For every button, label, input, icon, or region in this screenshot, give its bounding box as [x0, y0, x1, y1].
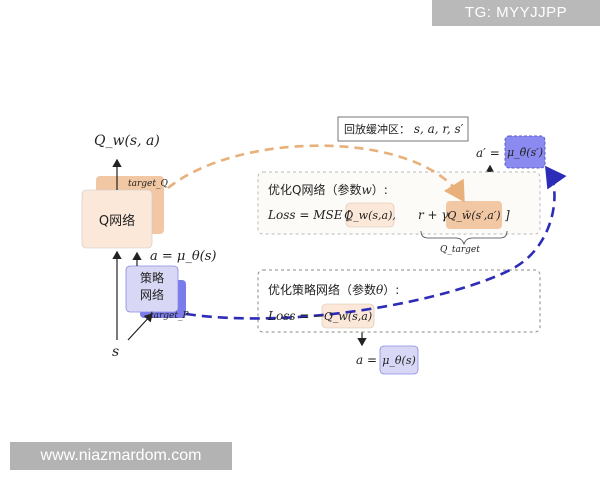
q-target-tag: target_Q	[128, 179, 168, 189]
actor-action-value-box	[379, 345, 419, 375]
critic-q-term: Q_w(s,a),	[344, 208, 396, 222]
actor-title-text: 优化策略网络（参数	[268, 283, 377, 297]
policy-target-tag: target_P	[150, 311, 189, 321]
critic-target-q-term-box	[446, 201, 502, 229]
critic-title-end: ）:	[371, 183, 388, 197]
replay-buffer-label: 回放缓冲区：	[344, 123, 410, 136]
actor-title: 优化策略网络（参数θ）:	[268, 281, 399, 298]
policy-label-line2: 网络	[139, 288, 164, 302]
policy-label-line1: 策略	[139, 271, 164, 285]
critic-title-text: 优化Q网络（参数	[268, 183, 362, 197]
target-action-box	[504, 135, 546, 169]
target-action-value: μ_θ̄(s′)	[507, 145, 543, 159]
actor-q-term: Q_w(s,a)	[323, 309, 373, 323]
q-output-label: Q_w(s, a)	[94, 133, 160, 149]
critic-bracket-close: ]	[505, 208, 510, 222]
q-network-label: Q网络	[98, 213, 136, 229]
actor-loss-prefix: Loss = −	[268, 309, 324, 323]
actor-action-label: a =	[356, 353, 378, 367]
policy-network-label: 策略 网络	[126, 270, 178, 304]
replay-buffer-contents: s, a, r, s′	[413, 122, 464, 136]
target-q-dashed-arrow	[167, 144, 465, 203]
replay-buffer-box	[337, 116, 469, 142]
target-action-label: a′ =	[476, 146, 500, 160]
critic-loss-prefix: Loss = MSE [	[268, 208, 351, 222]
actor-action-value: μ_θ(s)	[382, 353, 416, 367]
state-input-label: s	[112, 344, 120, 360]
critic-q-term-box	[345, 202, 395, 228]
actor-title-end: ）:	[383, 283, 400, 297]
replay-buffer: 回放缓冲区： s, a, r, s′	[344, 121, 463, 137]
s-to-policy-arrow	[127, 313, 153, 341]
watermark-top-right: TG: MYYJJPP	[432, 0, 600, 26]
actor-param: θ	[376, 283, 384, 297]
critic-target-prefix: r + γ	[418, 208, 449, 222]
critic-title: 优化Q网络（参数w）:	[268, 181, 388, 198]
target-policy-dashed-arrow	[185, 165, 567, 320]
critic-target-q-term: Q_w̄(s′,a′)	[447, 208, 501, 222]
q-target-underbrace	[420, 230, 508, 246]
q-target-label: Q_target	[440, 245, 480, 255]
policy-output-label: a = μ_θ(s)	[150, 249, 217, 264]
watermark-bottom-left: www.niazmardom.com	[10, 442, 232, 470]
critic-param: w	[361, 183, 372, 197]
policy-network-box	[125, 265, 179, 313]
